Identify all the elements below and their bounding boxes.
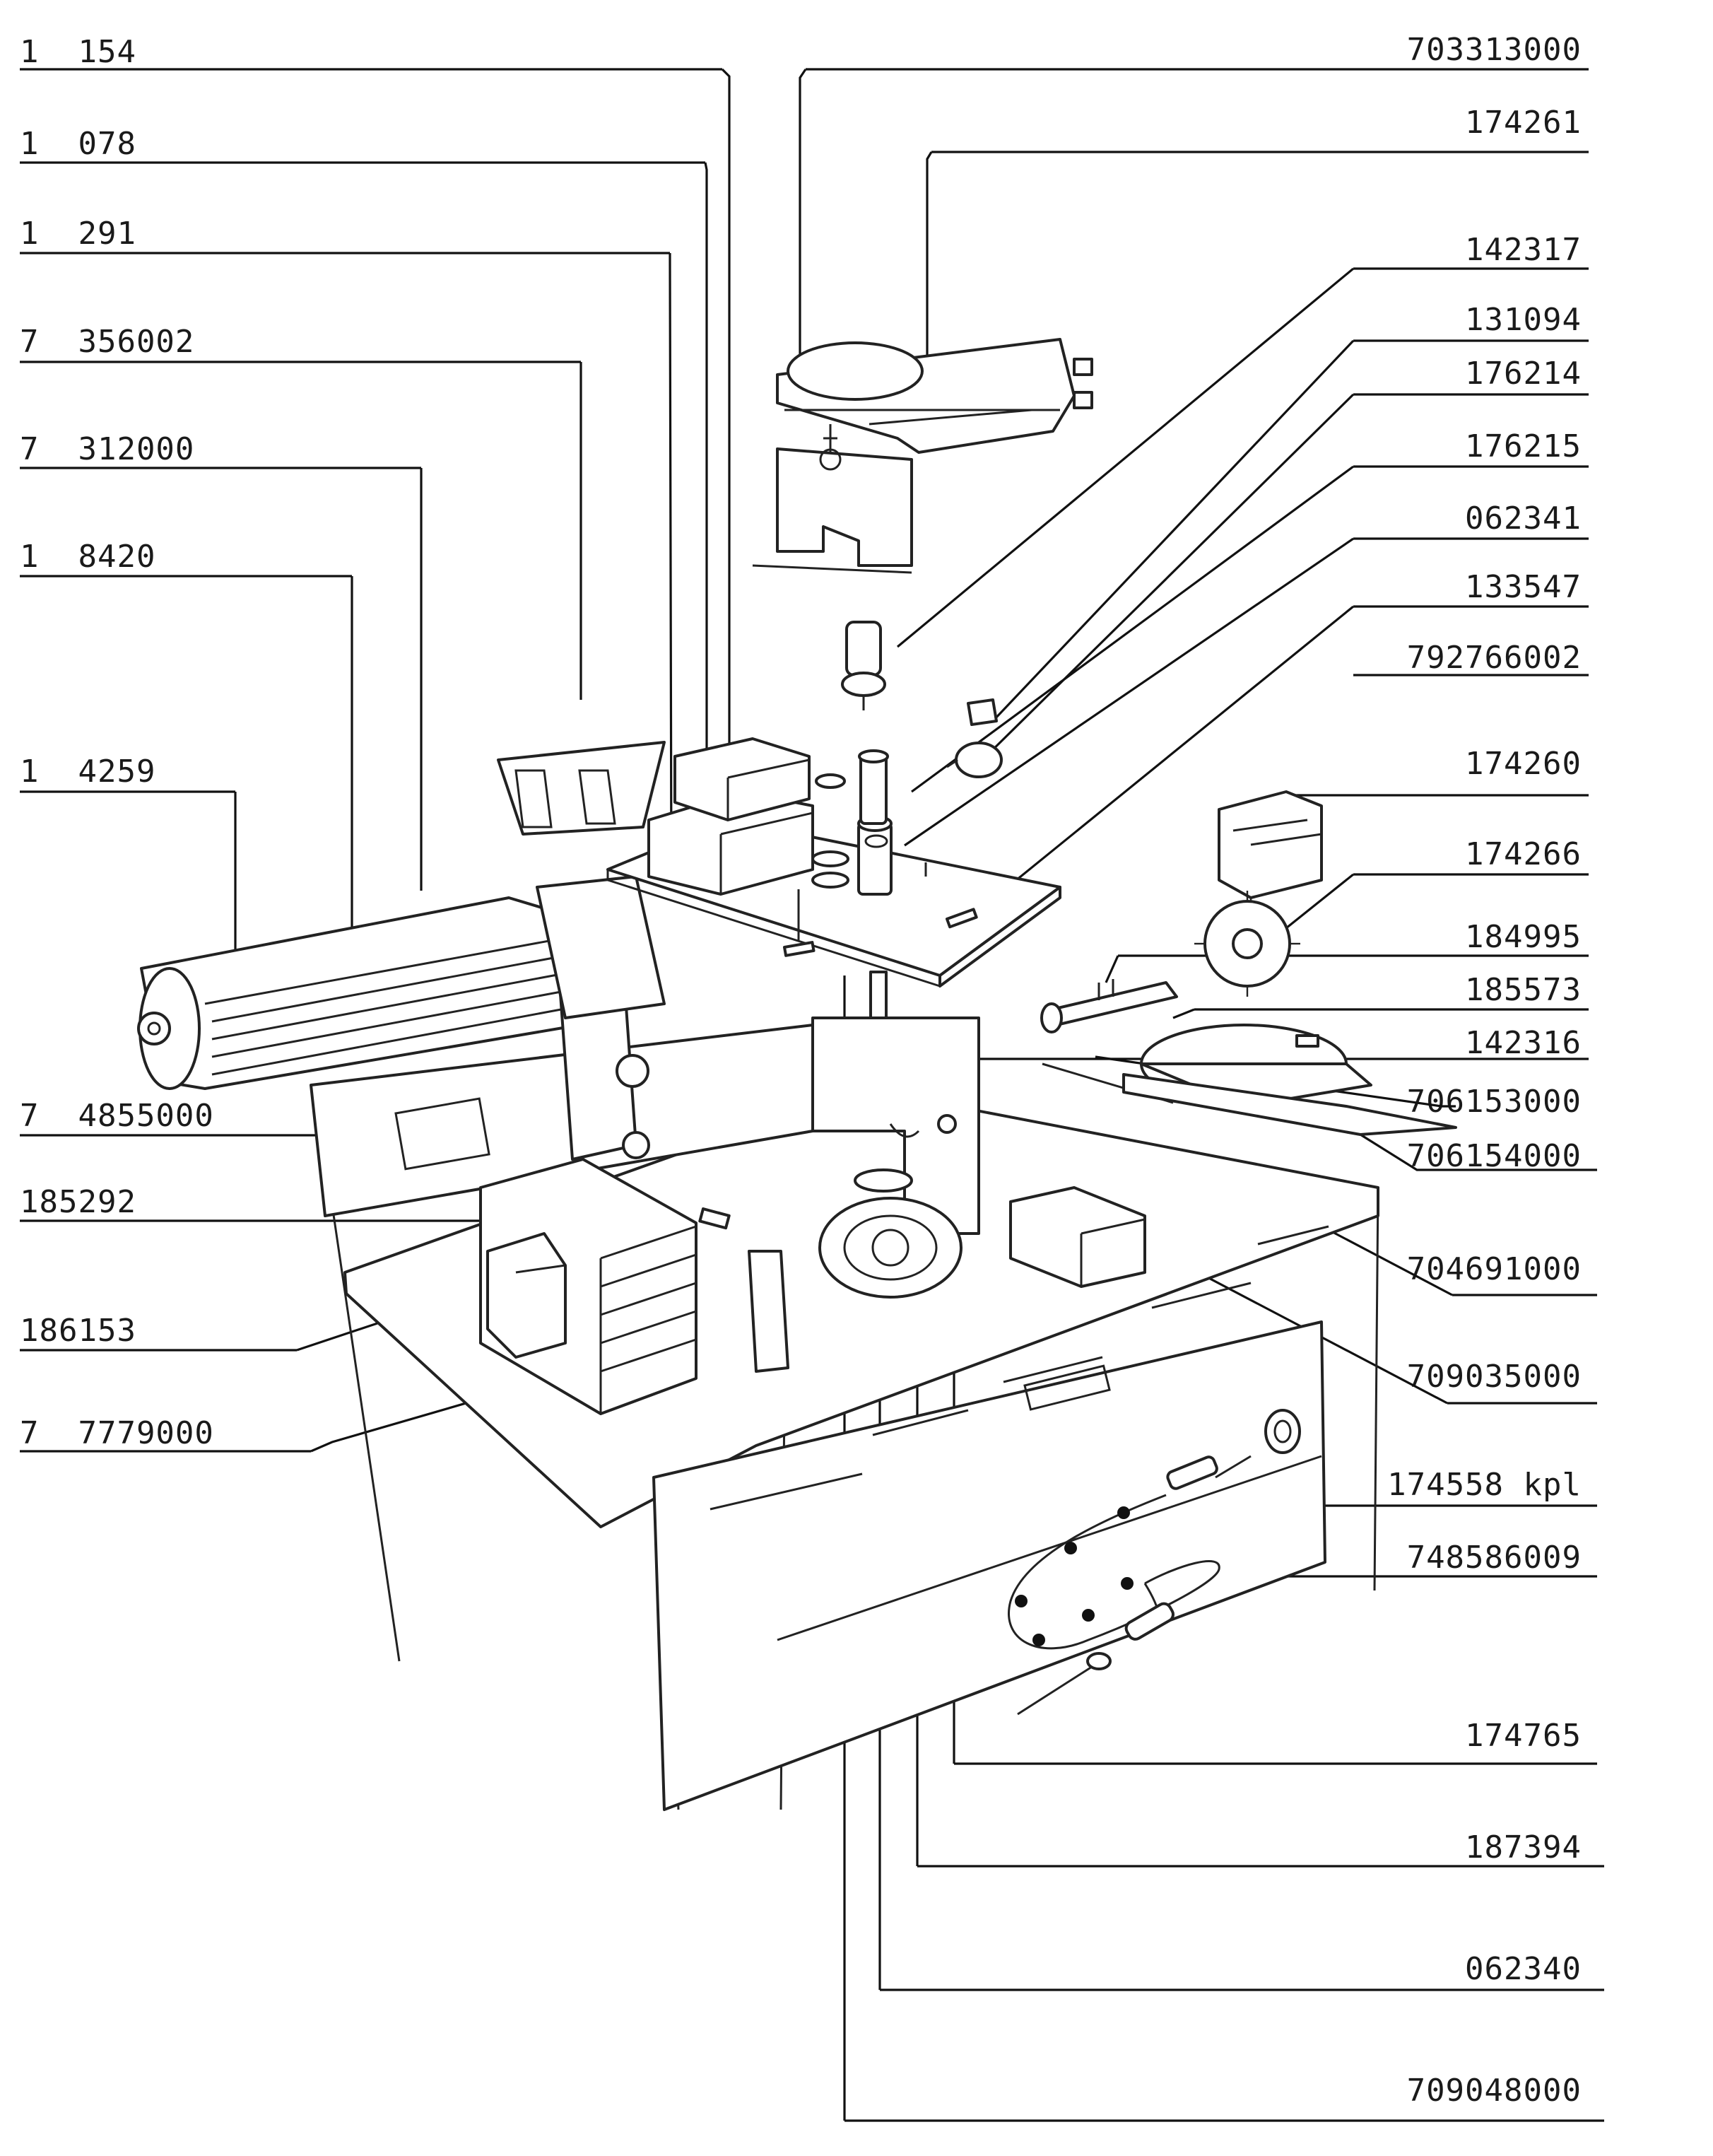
part-label-186153: 186153	[20, 1313, 136, 1349]
part-label-131094: 131094	[1465, 302, 1582, 338]
part-label-703313000: 703313000	[1407, 32, 1582, 68]
part-label-1-4259: 1 4259	[20, 754, 155, 790]
part-label-704691000: 704691000	[1407, 1251, 1582, 1287]
right-part-labels: 703313000 174261 142317 131094 176214 17…	[806, 32, 1604, 2122]
part-label-174765: 174765	[1465, 1718, 1582, 1754]
part-label-7-356002: 7 356002	[20, 324, 194, 360]
part-label-174260: 174260	[1465, 746, 1582, 782]
part-label-1-078: 1 078	[20, 126, 136, 162]
part-label-709048000: 709048000	[1407, 2073, 1582, 2109]
part-label-142317: 142317	[1465, 232, 1582, 268]
part-label-7-312000: 7 312000	[20, 431, 194, 467]
part-label-706153000: 706153000	[1407, 1084, 1582, 1120]
part-label-7-4855000: 7 4855000	[20, 1098, 214, 1134]
part-label-187394: 187394	[1465, 1829, 1582, 1865]
part-label-062341: 062341	[1465, 500, 1582, 537]
part-label-1-154: 1 154	[20, 34, 136, 70]
part-label-709035000: 709035000	[1407, 1359, 1582, 1395]
part-label-706154000: 706154000	[1407, 1138, 1582, 1174]
sensor-probe-cable	[1008, 1409, 1301, 1716]
door-switch-parts	[497, 621, 1003, 836]
part-label-174558-kpl: 174558 kpl	[1387, 1467, 1582, 1503]
magnetron-plate-assembly	[606, 737, 1061, 988]
part-label-1-8420: 1 8420	[20, 539, 155, 575]
transformer-assembly	[479, 1158, 1146, 1415]
part-label-133547: 133547	[1465, 569, 1582, 605]
part-label-185573: 185573	[1465, 972, 1582, 1008]
part-label-792766002: 792766002	[1407, 640, 1582, 676]
blower-fan-assembly	[137, 875, 666, 1161]
part-label-176215: 176215	[1465, 428, 1582, 464]
part-label-176214: 176214	[1465, 356, 1582, 392]
part-label-1-291: 1 291	[20, 216, 136, 252]
switch-bracket-assembly	[752, 338, 1093, 574]
part-label-174266: 174266	[1465, 836, 1582, 872]
part-label-7-7779000: 7 7779000	[20, 1415, 214, 1451]
part-label-062340: 062340	[1465, 1951, 1582, 1987]
part-label-142316: 142316	[1465, 1025, 1582, 1061]
turntable-coupler	[811, 971, 1457, 1299]
stirrer-motor-assembly	[1040, 790, 1323, 1033]
part-label-748586009: 748586009	[1407, 1540, 1582, 1576]
part-label-184995: 184995	[1465, 919, 1582, 955]
part-label-185292: 185292	[20, 1184, 136, 1220]
part-label-174261: 174261	[1465, 105, 1582, 141]
left-part-labels: 1 154 1 078 1 291 7 356002 7 312000 1 84…	[20, 34, 722, 1453]
